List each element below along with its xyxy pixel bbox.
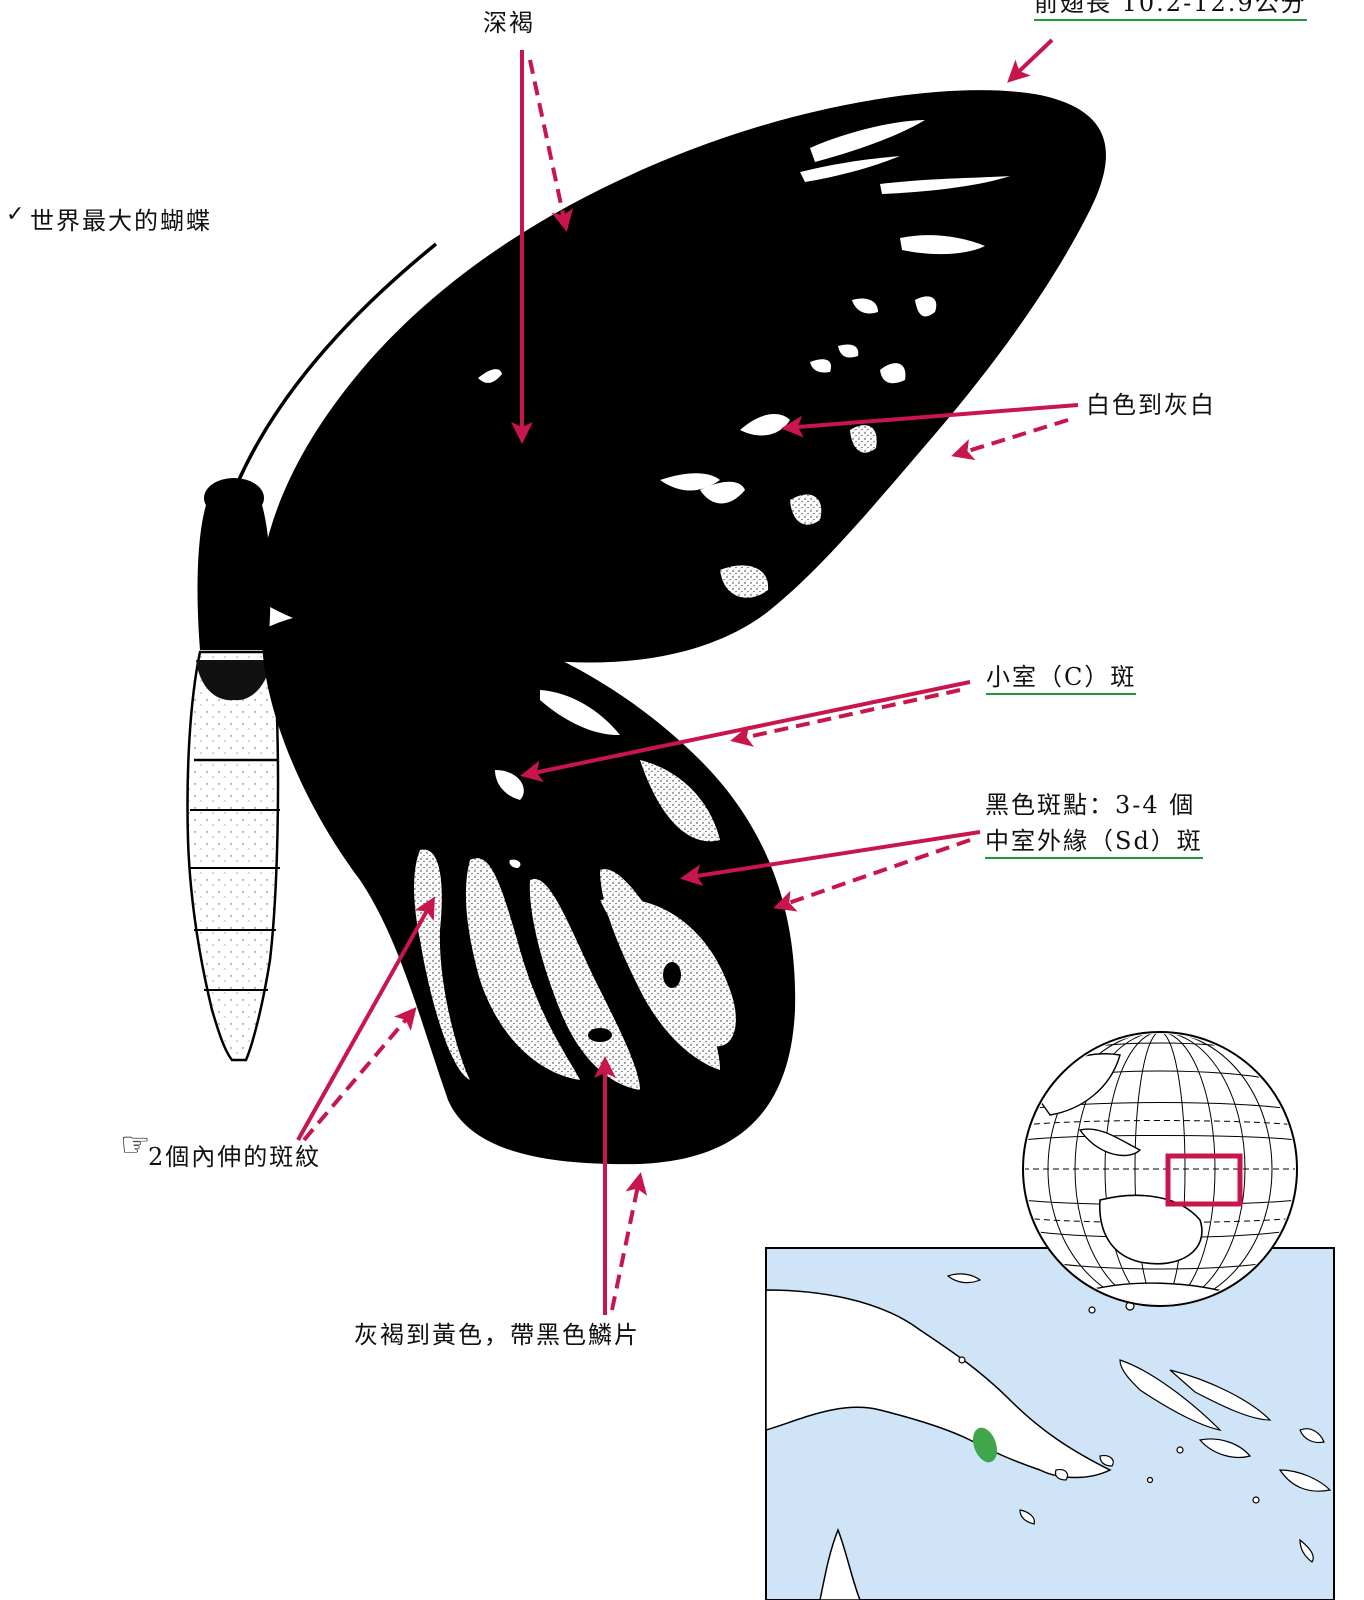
arrow-dark-brown-dashed bbox=[530, 60, 566, 228]
range-map bbox=[766, 1032, 1334, 1600]
label-white-to-grey: 白色到灰白 bbox=[1086, 390, 1216, 420]
label-black-spots: 黑色斑點：3-4 個 bbox=[985, 790, 1195, 820]
label-discal-spot: 中室外緣（Sd）斑 bbox=[985, 826, 1203, 859]
label-cell-spot: 小室（C）斑 bbox=[986, 662, 1136, 695]
forewing bbox=[258, 90, 1106, 662]
arrow-forewing-length bbox=[1010, 40, 1052, 80]
arrow-grey-brown-dashed bbox=[612, 1176, 640, 1310]
label-grey-brown: 灰褐到黃色，帶黑色鱗片 bbox=[354, 1320, 640, 1350]
hindwing bbox=[262, 610, 795, 1164]
thorax bbox=[198, 505, 271, 650]
arrow-white-dashed bbox=[955, 420, 1068, 455]
label-forewing-length: 前翅長 10.2-12.9公分 bbox=[1034, 0, 1307, 21]
arrow-cell-spot-dashed bbox=[734, 690, 960, 740]
abdomen bbox=[188, 652, 281, 1060]
label-two-marks: 2個內伸的斑紋 bbox=[148, 1142, 321, 1172]
label-dark-brown: 深褐 bbox=[483, 8, 535, 38]
arrow-marks-solid bbox=[298, 900, 433, 1140]
label-largest: 世界最大的蝴蝶 bbox=[30, 206, 212, 236]
checkmark-icon: ✓ bbox=[6, 204, 24, 226]
label-forewing-length-text: 前翅長 10.2-12.9公分 bbox=[1034, 0, 1307, 17]
pointing-hand-icon: ☞ bbox=[120, 1128, 150, 1162]
